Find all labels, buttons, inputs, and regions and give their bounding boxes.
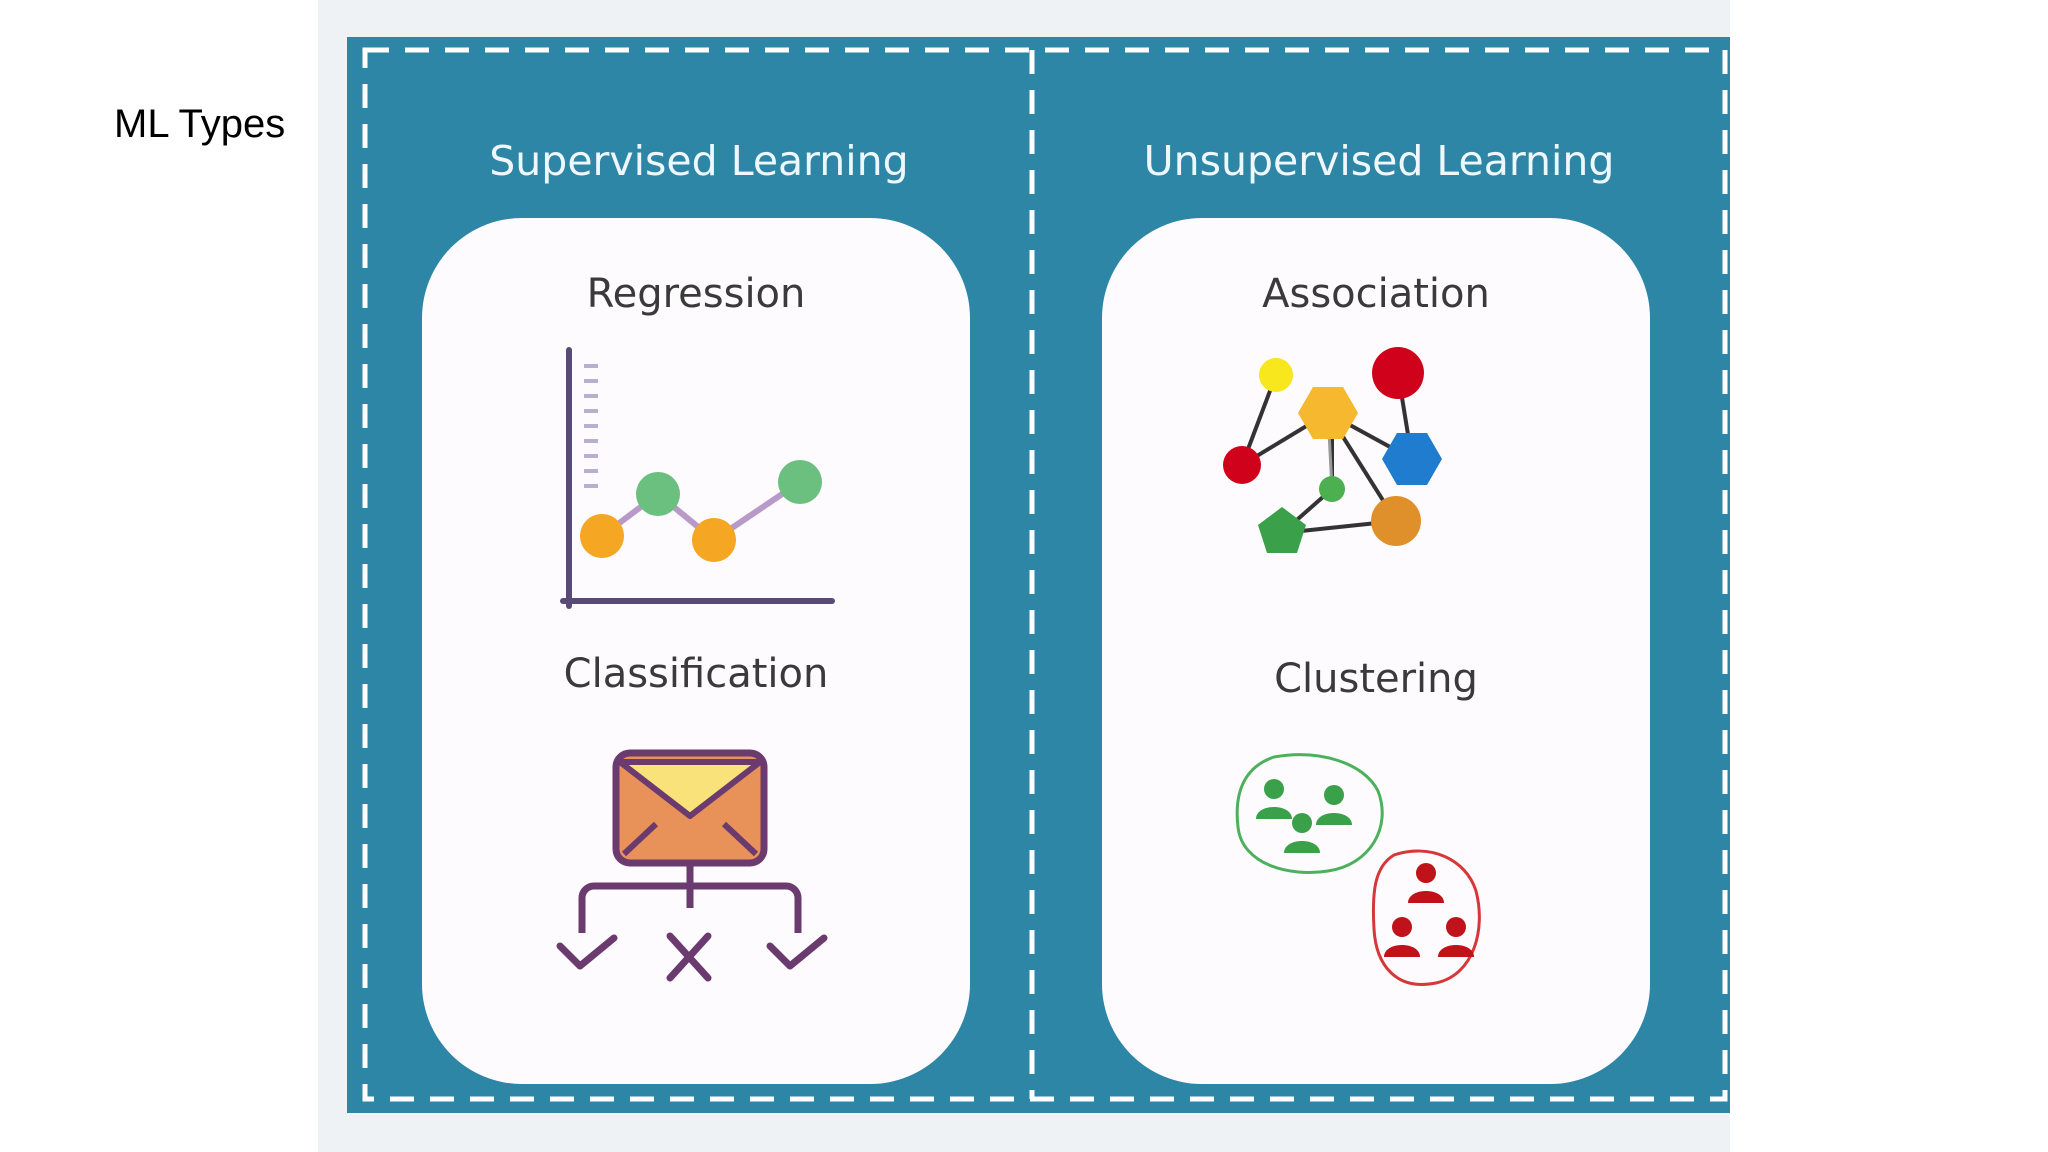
clustering-label: Clustering [1274,656,1478,702]
regression-label: Regression [586,271,806,317]
dashed-borders [362,47,1728,1102]
classification-label: Classification [563,651,829,697]
unsupervised-title: Unsupervised Learning [1143,137,1615,185]
supervised-card: Regression Classification [422,218,970,1084]
association-label: Association [1262,271,1490,317]
association-network-icon [1223,347,1442,553]
unsupervised-card: Association Clustering [1102,218,1650,1084]
supervised-title: Supervised Learning [489,137,909,185]
ml-types-panel: Supervised Learning Regression Classific… [347,37,1730,1113]
page-title: ML Types [114,102,286,146]
email-classification-icon [556,749,828,982]
regression-chart-icon [560,347,835,609]
clustering-groups-icon [1235,753,1481,986]
